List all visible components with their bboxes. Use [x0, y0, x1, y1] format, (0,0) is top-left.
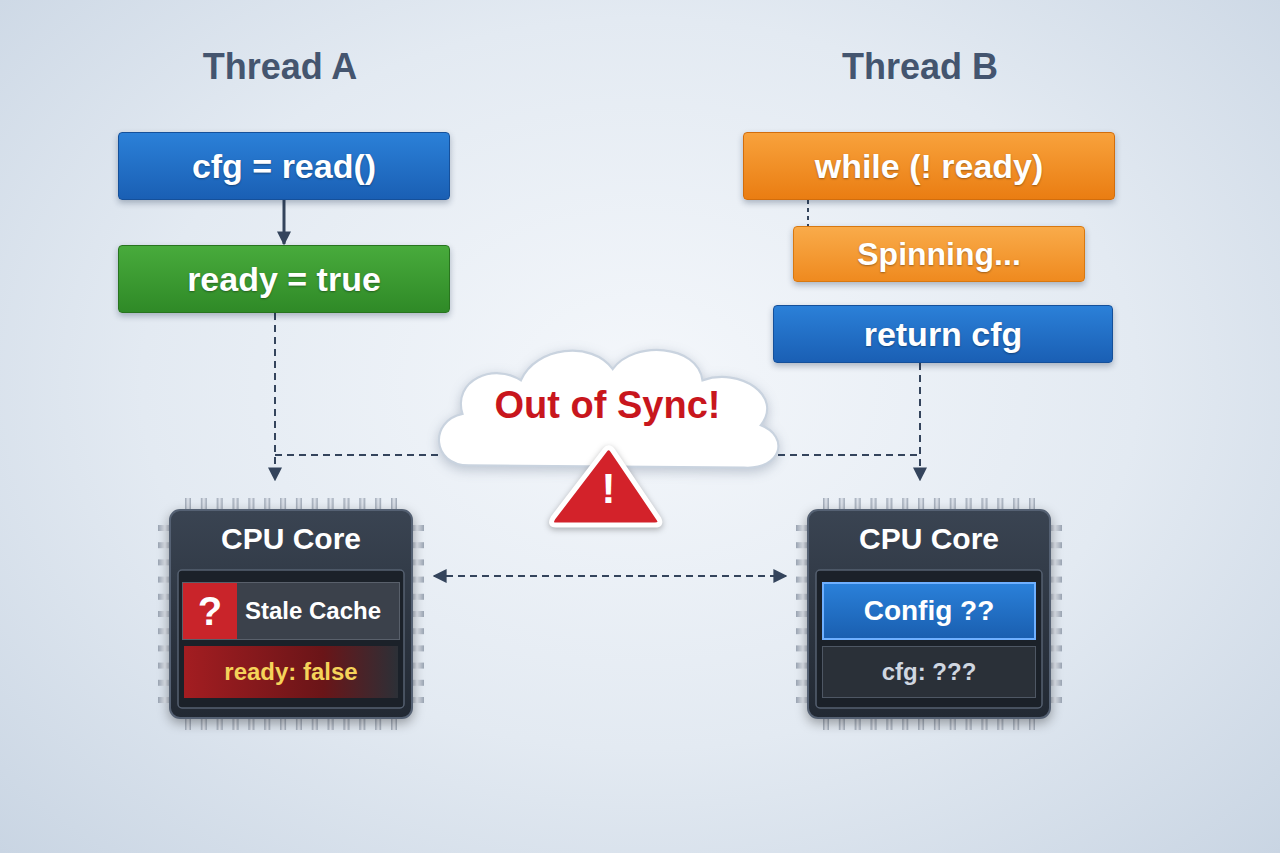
node-text: return cfg — [864, 315, 1023, 354]
dashed-link — [778, 454, 920, 456]
cpu-core: CPU Core? Stale Cache ready: false — [170, 510, 412, 718]
dashed-connector — [434, 575, 786, 577]
node-text: ready = true — [187, 260, 381, 299]
node-text: while (! ready) — [815, 147, 1044, 186]
cache-entry: ? Stale Cache — [182, 582, 400, 640]
node-text: CPU Core — [221, 522, 361, 556]
dashed-connector — [807, 200, 809, 226]
heading-underline — [60, 97, 480, 99]
cache-value: ready: false — [184, 646, 398, 698]
node-text: ! — [602, 465, 616, 513]
chip-body — [808, 510, 1050, 718]
dashed-link — [275, 454, 440, 456]
node-text: ready: false — [224, 658, 357, 686]
cache-value: cfg: ??? — [822, 646, 1036, 698]
chip-panel — [178, 570, 404, 708]
node-text: CPU Core — [859, 522, 999, 556]
warning-cloud: Out of Sync!! — [425, 340, 790, 480]
dashed-connector — [919, 363, 921, 480]
chip-body — [170, 510, 412, 718]
dashed-connector — [274, 313, 276, 480]
node-text: Out of Sync! — [495, 384, 721, 427]
warning-icon: ! — [550, 445, 667, 527]
chip-panel — [816, 570, 1042, 708]
process-box: ready = true — [118, 245, 450, 313]
question-mark: ? — [183, 583, 237, 639]
heading-underline — [712, 97, 1178, 99]
process-box: cfg = read() — [118, 132, 450, 200]
cpu-core: CPU CoreConfig ?? cfg: ??? — [808, 510, 1050, 718]
node-text: cfg: ??? — [882, 658, 977, 686]
loop-box: while (! ready) — [743, 132, 1115, 200]
process-box: return cfg — [773, 305, 1113, 363]
thread-heading: Thread A — [130, 46, 430, 88]
node-text: Stale Cache — [245, 597, 381, 625]
node-text: Config ?? — [864, 595, 995, 627]
node-text: cfg = read() — [192, 147, 376, 186]
cache-entry: Config ?? — [822, 582, 1036, 640]
node-text: Spinning... — [857, 236, 1021, 273]
status-box: Spinning... — [793, 226, 1085, 282]
flow-arrow — [283, 200, 286, 244]
thread-heading: Thread B — [770, 46, 1070, 88]
